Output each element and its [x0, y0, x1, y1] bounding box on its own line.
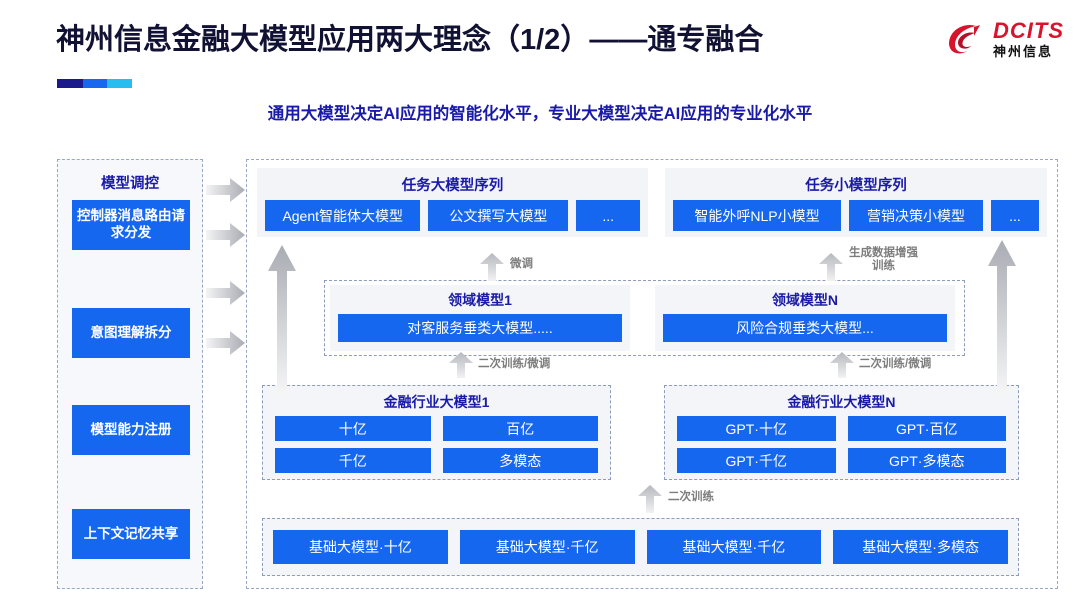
industry-1-cell-shiyi[interactable]: 十亿: [275, 416, 431, 441]
control-column: 模型调控 控制器消息路由请求分发 意图理解拆分 模型能力注册 上下文记忆共享: [57, 159, 203, 589]
domain-model-n-panel: 领域模型N 风险合规垂类大模型...: [655, 285, 955, 351]
industry-model-n-panel: 金融行业大模型N GPT·十亿 GPT·百亿 GPT·千亿 GPT·多模态: [664, 385, 1019, 480]
industry-n-cell-gpt-baiyi[interactable]: GPT·百亿: [847, 416, 1006, 441]
industry-1-cell-multimodal[interactable]: 多模态: [442, 448, 598, 473]
accent-bar: [57, 79, 132, 88]
arrow-label-gen-data-aug-line2: 训练: [872, 260, 895, 273]
industry-model-1-title: 金融行业大模型1: [383, 394, 490, 410]
arrow-label-gen-data-aug-line1: 生成数据增强: [849, 247, 918, 259]
base-model-shiyi[interactable]: 基础大模型·十亿: [273, 530, 448, 564]
industry-n-cell-gpt-qianyi[interactable]: GPT·千亿: [677, 448, 836, 473]
chip-more-small-models[interactable]: ...: [991, 200, 1039, 231]
arrow-second-train-tune-left: [448, 352, 474, 378]
chip-outbound-nlp-small-model[interactable]: 智能外呼NLP小模型: [673, 200, 841, 231]
industry-model-n-grid: GPT·十亿 GPT·百亿 GPT·千亿 GPT·多模态: [665, 412, 1018, 473]
brand-logo: DCITS 神州信息: [944, 18, 1064, 60]
logo-text-cn: 神州信息: [993, 44, 1054, 59]
industry-n-cell-gpt-shiyi[interactable]: GPT·十亿: [677, 416, 836, 441]
arrow-label-second-train-tune-right: 二次训练/微调: [859, 358, 932, 370]
control-item-router[interactable]: 控制器消息路由请求分发: [72, 200, 190, 250]
chip-marketing-decision-small-model[interactable]: 营销决策小模型: [849, 200, 983, 231]
control-item-intent[interactable]: 意图理解拆分: [72, 308, 190, 358]
task-large-model-chip-row: Agent智能体大模型 公文撰写大模型 ...: [257, 195, 648, 231]
task-small-model-sequence-panel: 任务小模型序列 智能外呼NLP小模型 营销决策小模型 ...: [665, 168, 1047, 237]
chip-agent-large-model[interactable]: Agent智能体大模型: [265, 200, 421, 231]
task-small-model-sequence-title: 任务小模型序列: [805, 178, 907, 194]
domain-model-n-title: 领域模型N: [771, 292, 839, 308]
base-model-band: 基础大模型·十亿 基础大模型·千亿 基础大模型·千亿 基础大模型·多模态: [262, 518, 1019, 576]
flow-arrow-right-3: [206, 280, 245, 306]
industry-n-cell-gpt-multimodal[interactable]: GPT·多模态: [847, 448, 1006, 473]
page-title: 神州信息金融大模型应用两大理念（1/2）——通专融合: [56, 24, 764, 56]
arrow-fine-tune-left: [479, 253, 505, 281]
industry-model-1-grid: 十亿 百亿 千亿 多模态: [263, 412, 610, 473]
arrow-label-fine-tune-left: 微调: [510, 258, 533, 270]
dcits-swirl-icon: [944, 18, 986, 60]
arrow-second-train-tune-right: [829, 352, 855, 378]
arrow-label-gen-data-aug: 生成数据增强 训练: [849, 247, 918, 273]
arrow-label-second-train-tune-left: 二次训练/微调: [478, 358, 551, 370]
chip-more-large-models[interactable]: ...: [576, 200, 640, 231]
control-column-title: 模型调控: [101, 176, 159, 192]
accent-segment-2: [83, 79, 107, 88]
base-model-multimodal[interactable]: 基础大模型·多模态: [833, 530, 1008, 564]
base-model-qianyi-2[interactable]: 基础大模型·千亿: [646, 530, 822, 564]
chip-document-writing-large-model[interactable]: 公文撰写大模型: [428, 200, 569, 231]
arrow-second-train: [637, 485, 663, 513]
domain-model-n-box[interactable]: 风险合规垂类大模型...: [663, 314, 947, 342]
domain-model-1-title: 领域模型1: [448, 292, 512, 308]
arrow-base-to-task-small: [986, 240, 1018, 395]
arrow-gen-data-aug: [818, 253, 844, 281]
arrow-base-to-task-large: [266, 245, 298, 395]
industry-model-n-title: 金融行业大模型N: [787, 394, 896, 410]
industry-1-cell-qianyi[interactable]: 千亿: [275, 448, 431, 473]
industry-1-cell-baiyi[interactable]: 百亿: [442, 416, 598, 441]
accent-segment-3: [107, 79, 132, 88]
control-item-registry[interactable]: 模型能力注册: [72, 405, 190, 455]
industry-model-1-panel: 金融行业大模型1 十亿 百亿 千亿 多模态: [262, 385, 611, 480]
domain-model-band: 领域模型1 对客服务垂类大模型..... 领域模型N 风险合规垂类大模型...: [324, 280, 965, 356]
flow-arrow-right-2: [206, 222, 245, 248]
task-large-model-sequence-title: 任务大模型序列: [401, 178, 504, 194]
domain-model-1-panel: 领域模型1 对客服务垂类大模型.....: [330, 285, 630, 351]
flow-arrow-right-4: [206, 330, 245, 356]
logo-text-en: DCITS: [993, 18, 1064, 43]
control-item-context[interactable]: 上下文记忆共享: [72, 509, 190, 559]
task-large-model-sequence-panel: 任务大模型序列 Agent智能体大模型 公文撰写大模型 ...: [257, 168, 648, 237]
arrow-label-second-train: 二次训练: [668, 491, 714, 503]
domain-model-1-box[interactable]: 对客服务垂类大模型.....: [338, 314, 622, 342]
task-small-model-chip-row: 智能外呼NLP小模型 营销决策小模型 ...: [665, 195, 1047, 231]
accent-segment-1: [57, 79, 83, 88]
subtitle: 通用大模型决定AI应用的智能化水平，专业大模型决定AI应用的专业化水平: [267, 105, 813, 123]
flow-arrow-right-1: [206, 177, 245, 203]
base-model-qianyi-1[interactable]: 基础大模型·千亿: [459, 530, 635, 564]
